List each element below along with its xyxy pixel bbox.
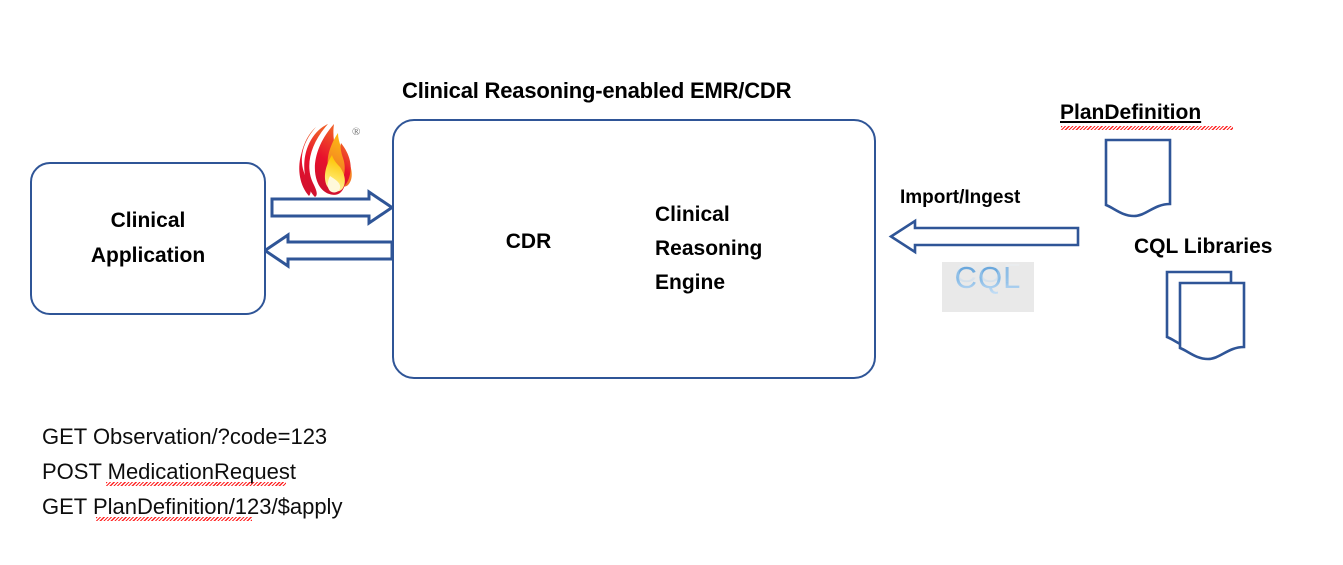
rest-example-line: GET PlanDefinition/123/$apply xyxy=(42,489,342,524)
clinical-application-label-line2: Application xyxy=(90,243,206,267)
plandefinition-inline-spellcheck-underline xyxy=(96,517,252,521)
cql-logo-reflection: CQL xyxy=(942,262,1034,288)
cdr-datastore: CDR xyxy=(462,203,595,273)
rest-example-text: GET Observation/?code=123 xyxy=(42,424,328,449)
rest-example-line: GET Observation/?code=123 xyxy=(42,419,342,454)
registered-trademark-icon: ® xyxy=(352,126,361,138)
page-title: Clinical Reasoning-enabled EMR/CDR xyxy=(402,78,792,103)
document-icon xyxy=(1104,138,1172,218)
plandefinition-label: PlanDefinition xyxy=(1060,101,1202,124)
clinical-application-label-line1: Clinical xyxy=(110,208,186,232)
clinical-application-label: Clinical Application xyxy=(91,204,205,273)
cql-libraries-label: CQL Libraries xyxy=(1134,235,1273,258)
rest-example-line: POST MedicationRequest xyxy=(42,454,342,489)
clinical-application-box[interactable]: Clinical Application xyxy=(30,162,266,315)
documents-stack-icon xyxy=(1165,270,1246,361)
emr-cdr-container[interactable] xyxy=(392,119,876,379)
plandefinition-spellcheck-underline xyxy=(1061,126,1233,130)
cql-logo: CQL CQL xyxy=(942,262,1034,312)
import-arrow-left xyxy=(888,218,1080,255)
response-arrow-left xyxy=(262,232,394,269)
medicationrequest-spellcheck-underline xyxy=(106,482,286,486)
clinical-reasoning-engine-label: Clinical Reasoning Engine xyxy=(655,198,762,300)
rest-example-text: GET PlanDefinition/123/$apply xyxy=(42,494,343,519)
import-ingest-label: Import/Ingest xyxy=(900,187,1021,208)
cql-logo-text: CQL xyxy=(942,262,1034,296)
rest-example-text: POST MedicationRequest xyxy=(42,459,296,484)
cdr-label: CDR xyxy=(505,230,552,253)
request-arrow-right xyxy=(270,189,395,226)
cre-label-line1: Clinical xyxy=(655,203,730,226)
rest-examples: GET Observation/?code=123 POST Medicatio… xyxy=(42,419,342,524)
fhir-flame-icon xyxy=(299,124,352,197)
cre-label-line3: Engine xyxy=(655,271,726,295)
cre-label-line2: Reasoning xyxy=(655,237,763,261)
